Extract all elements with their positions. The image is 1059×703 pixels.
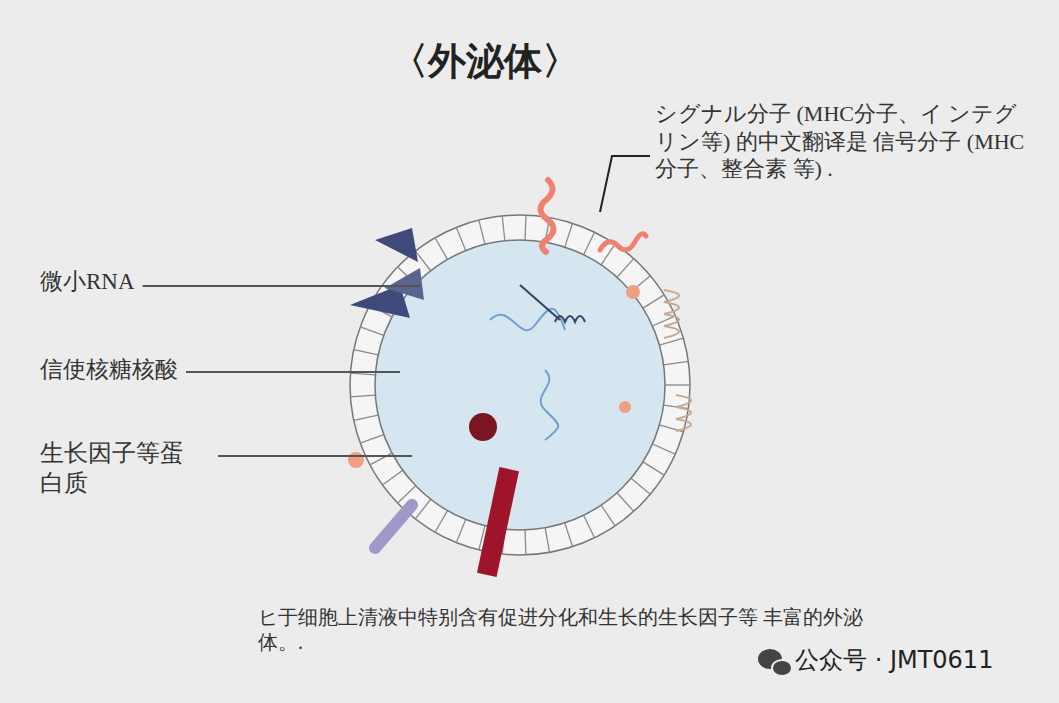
- wechat-icon: [758, 649, 792, 676]
- membrane-stripe: [652, 444, 675, 454]
- exosome-body: [350, 215, 690, 555]
- callout-arrow: [600, 156, 650, 212]
- membrane-stripe: [415, 499, 430, 519]
- leader-line: [143, 285, 420, 287]
- membrane-stripe: [601, 505, 615, 526]
- membrane-stripe: [617, 493, 634, 512]
- membrane-stripe: [584, 515, 595, 537]
- membrane-stripe: [360, 435, 383, 444]
- leader-line: [218, 455, 412, 457]
- membrane-stripe: [360, 327, 383, 336]
- membrane-stripe: [350, 373, 375, 375]
- membrane-stripe: [643, 462, 664, 475]
- cargo: [348, 285, 640, 468]
- membrane-stripe: [524, 215, 526, 240]
- part-label: 生长因子等蛋 白质: [40, 438, 210, 498]
- watermark: 公众号 · JMT0611: [795, 645, 993, 675]
- membrane-stripe: [524, 530, 526, 555]
- membrane-stripe: [565, 223, 573, 247]
- membrane-stripe: [435, 511, 448, 533]
- membrane-stripe: [643, 295, 664, 308]
- title: 〈外泌体〉: [390, 38, 580, 86]
- membrane-stripe: [502, 216, 505, 241]
- membrane-stripe: [435, 238, 448, 260]
- part-label: 信使核糖核酸: [40, 356, 178, 385]
- membrane-stripe: [382, 470, 402, 485]
- membrane-stripe: [631, 478, 650, 494]
- membrane-stripe: [545, 528, 549, 553]
- membrane-stripe: [479, 220, 485, 244]
- membrane-stripe: [354, 415, 378, 420]
- membrane-stripe: [350, 395, 375, 397]
- membrane-stripe: [565, 523, 573, 547]
- membrane-stripe: [456, 227, 465, 250]
- membrane-stripe: [584, 232, 595, 254]
- membrane-stripe: [665, 384, 690, 385]
- membrane-stripe: [664, 361, 689, 364]
- leader-line: [186, 371, 400, 373]
- part-label: 微小RNA: [40, 268, 135, 297]
- membrane-stripe: [456, 519, 465, 542]
- callout-note: シグナル分子 (MHC分子、イ ンテグリン等) 的中文翻译是 信号分子 (MHC…: [655, 100, 1040, 183]
- membrane-stripe: [659, 338, 683, 345]
- membrane-proteins: [350, 180, 691, 577]
- membrane-stripe: [617, 259, 634, 278]
- membrane-stripe: [354, 350, 378, 355]
- membrane-stripe: [370, 453, 392, 465]
